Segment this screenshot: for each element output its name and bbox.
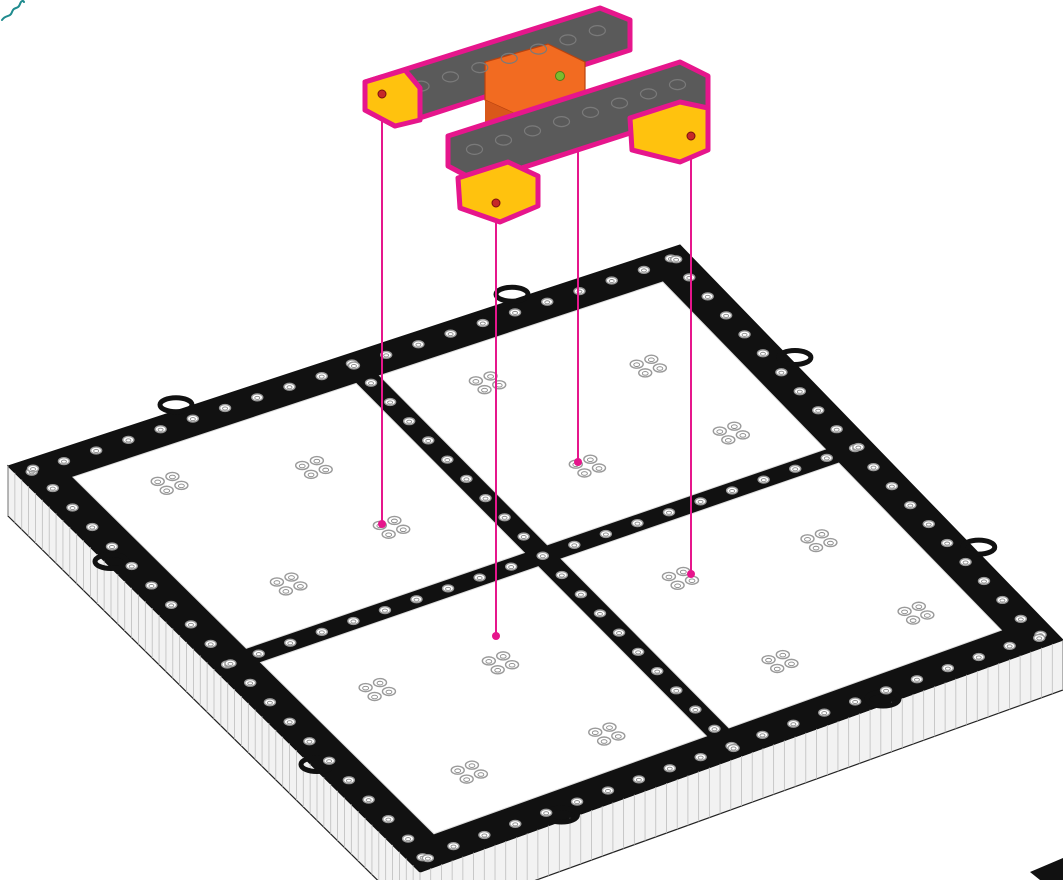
attachment-point <box>687 570 695 578</box>
tile-hole <box>359 684 372 692</box>
tile-hole <box>810 544 823 552</box>
red-pin <box>378 90 386 98</box>
tile-hole <box>166 472 179 480</box>
tile-hole <box>776 651 789 659</box>
tile-hole <box>310 457 323 465</box>
tile-hole <box>482 657 495 665</box>
attachment-point <box>378 520 386 528</box>
tile-hole <box>639 369 652 377</box>
tile-hole <box>469 377 482 385</box>
game-field <box>8 245 1063 880</box>
red-pin <box>687 132 695 140</box>
tile-hole <box>319 465 332 473</box>
red-pin <box>492 199 500 207</box>
tile-hole <box>465 761 478 769</box>
tile-hole <box>175 481 188 489</box>
tile-hole <box>912 602 925 610</box>
tile-hole <box>771 664 784 672</box>
tile-hole <box>603 723 616 731</box>
tile-hole <box>762 656 775 664</box>
tile-hole <box>584 455 597 463</box>
tile-hole <box>506 661 519 669</box>
tile-hole <box>151 477 164 485</box>
tile-hole <box>662 572 675 580</box>
tile-hole <box>374 679 387 687</box>
tile-hole <box>270 578 283 586</box>
tile-hole <box>728 422 741 430</box>
tile-hole <box>630 360 643 368</box>
tile-hole <box>578 469 591 477</box>
tile-hole <box>388 516 401 524</box>
tile-hole <box>460 775 473 783</box>
offscreen-part <box>1030 858 1063 880</box>
tile-hole <box>294 582 307 590</box>
edge-tab <box>496 287 528 301</box>
tile-hole <box>382 530 395 538</box>
tile-hole <box>736 431 749 439</box>
tile-hole <box>451 766 464 774</box>
edge-tab <box>160 398 192 412</box>
yellow-corner-connector <box>365 70 420 126</box>
tile-hole <box>801 535 814 543</box>
tile-hole <box>397 525 410 533</box>
tile-hole <box>907 616 920 624</box>
attachment-point <box>492 632 500 640</box>
tile-hole <box>478 386 491 394</box>
tile-hole <box>285 573 298 581</box>
tile-hole <box>497 652 510 660</box>
tile-hole <box>296 461 309 469</box>
tile-hole <box>898 607 911 615</box>
green-pin <box>556 72 565 81</box>
robot-base-assembly <box>365 8 708 222</box>
tile-hole <box>598 737 611 745</box>
tile-hole <box>160 486 173 494</box>
tile-hole <box>645 355 658 363</box>
tile-hole <box>722 436 735 444</box>
tile-hole <box>491 666 504 674</box>
tile-hole <box>612 732 625 740</box>
tile-hole <box>671 581 684 589</box>
tile-hole <box>713 427 726 435</box>
tile-hole <box>493 381 506 389</box>
tile-hole <box>474 770 487 778</box>
tile-hole <box>382 687 395 695</box>
tile-hole <box>589 728 602 736</box>
tile-hole <box>785 659 798 667</box>
tile-hole <box>815 530 828 538</box>
tile-hole <box>921 611 934 619</box>
tile-hole <box>279 587 292 595</box>
tile-hole <box>592 464 605 472</box>
tile-hole <box>305 470 318 478</box>
tile-hole <box>653 364 666 372</box>
attachment-point <box>574 458 582 466</box>
tile-hole <box>368 692 381 700</box>
tile-hole <box>824 539 837 547</box>
rotation-squiggle-icon <box>2 1 24 20</box>
